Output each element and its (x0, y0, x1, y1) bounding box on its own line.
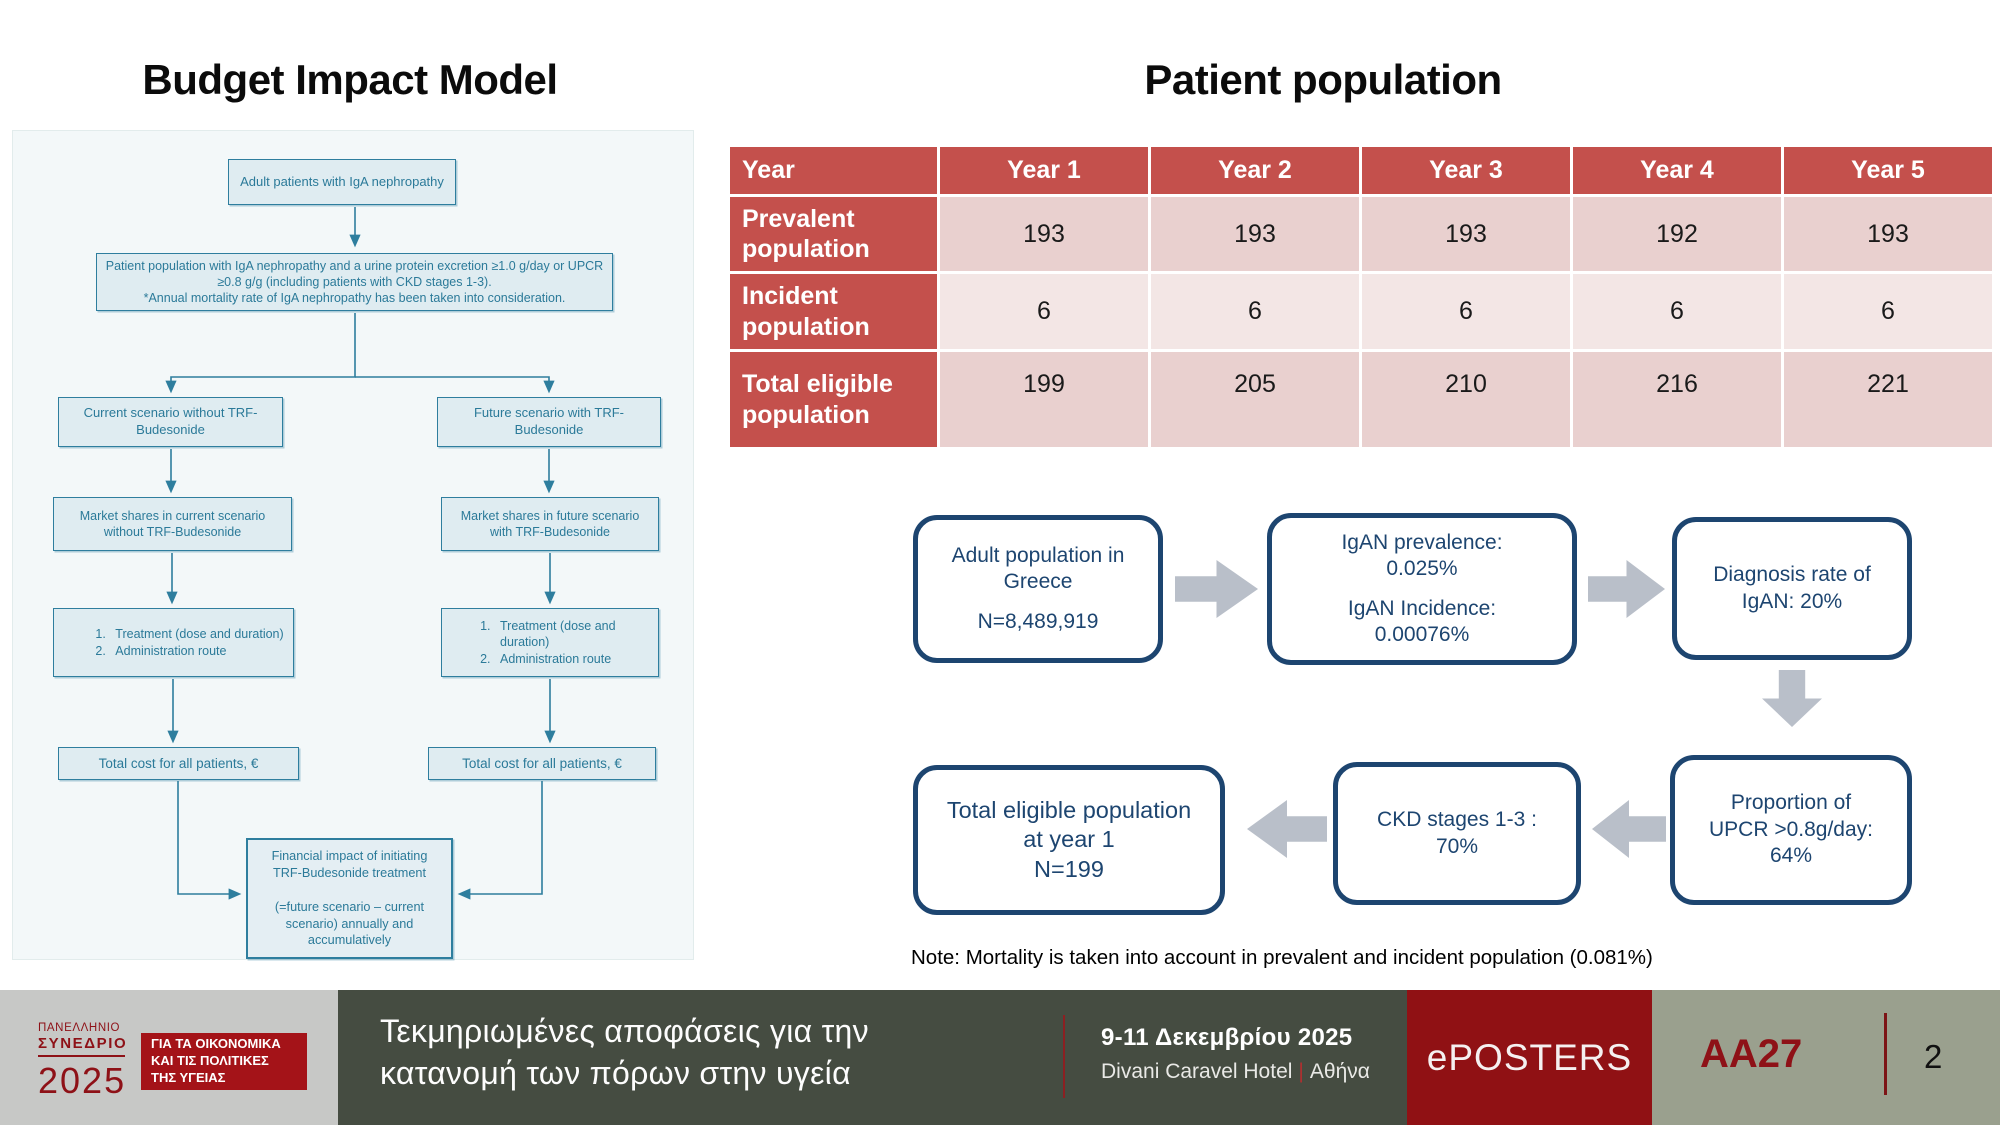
box-market-shares-current: Market shares in current scenario withou… (53, 497, 292, 551)
congress-logo-tagline: ΓΙΑ ΤΑ ΟΙΚΟΝΟΜΙΚΑ ΚΑΙ ΤΙΣ ΠΟΛΙΤΙΚΕΣ ΤΗΣ … (141, 1033, 307, 1090)
row-label-total-eligible: Total eligible population (730, 352, 937, 447)
table-cell: 193 (1362, 197, 1570, 271)
box-ckd-stages: CKD stages 1-3 : 70% (1333, 762, 1581, 905)
table-header-year2: Year 2 (1151, 147, 1359, 194)
mortality-footnote: *Annual mortality rate of IgA nephropath… (143, 291, 566, 306)
table-cell: 6 (940, 274, 1148, 349)
table-header-year: Year (730, 147, 937, 194)
venue: Divani Caravel Hotel (1101, 1060, 1293, 1083)
arrow-right-icon (1588, 560, 1665, 618)
arrow-down-icon (1762, 670, 1822, 727)
box-future-scenario: Future scenario with TRF-Budesonide (437, 397, 661, 447)
congress-logo: ΠΑΝΕΛΛΗΝΙΟ ΣΥΝΕΔΡΙΟ 2025 (38, 1022, 128, 1101)
mortality-note: Note: Mortality is taken into account in… (911, 946, 1653, 969)
table-cell: 192 (1573, 197, 1781, 271)
table-cell: 6 (1362, 274, 1570, 349)
box-treatment-current: Treatment (dose and duration) Administra… (53, 608, 294, 677)
box-treatment-future: Treatment (dose and duration) Administra… (441, 608, 659, 677)
box-adult-iga-patients: Adult patients with IgA nephropathy (228, 159, 456, 205)
city: Αθήνα (1309, 1060, 1370, 1083)
table-header-year3: Year 3 (1362, 147, 1570, 194)
table-header-year5: Year 5 (1784, 147, 1992, 194)
table-header-year4: Year 4 (1573, 147, 1781, 194)
budget-impact-title: Budget Impact Model (142, 56, 558, 103)
box-total-cost-future: Total cost for all patients, € (428, 747, 656, 780)
table-cell: 221 (1784, 352, 1992, 447)
arrow-right-icon (1175, 560, 1258, 618)
patient-population-table: Year Year 1 Year 2 Year 3 Year 4 Year 5 … (730, 147, 1992, 447)
box-total-eligible-population: Total eligible population at year 1 N=19… (913, 765, 1225, 915)
box-market-shares-future: Market shares in future scenario with TR… (441, 497, 659, 551)
box-igan-prevalence-incidence: IgAN prevalence: 0.025% IgAN Incidence: … (1267, 513, 1577, 665)
box-adult-population-greece: Adult population in Greece N=8,489,919 (913, 515, 1163, 663)
footer-divider (1063, 1015, 1065, 1098)
box-upcr-proportion: Proportion of UPCR >0.8g/day: 64% (1670, 755, 1912, 905)
table-header-year1: Year 1 (940, 147, 1148, 194)
box-total-cost-current: Total cost for all patients, € (58, 747, 299, 780)
congress-date-venue: 9-11 Δεκεμβρίου 2025 Divani Caravel Hote… (1101, 1024, 1370, 1083)
footer-logo-segment: ΠΑΝΕΛΛΗΝΙΟ ΣΥΝΕΔΡΙΟ 2025 ΓΙΑ ΤΑ ΟΙΚΟΝΟΜΙ… (0, 990, 338, 1125)
budget-impact-flowchart-panel: Adult patients with IgA nephropathy Pati… (12, 130, 694, 960)
page-number: 2 (1924, 1038, 1943, 1075)
table-cell: 205 (1151, 352, 1359, 447)
table-cell: 199 (940, 352, 1148, 447)
footer-id-segment: AA27 2 (1652, 990, 2000, 1125)
row-label-prevalent: Prevalent population (730, 197, 937, 271)
patient-population-title: Patient population (1144, 56, 1502, 103)
table-cell: 6 (1784, 274, 1992, 349)
table-cell: 210 (1362, 352, 1570, 447)
table-cell: 6 (1573, 274, 1781, 349)
footer-title-segment: Τεκμηριωμένες αποφάσεις για την κατανομή… (338, 990, 1407, 1125)
row-label-incident: Incident population (730, 274, 937, 349)
congress-title: Τεκμηριωμένες αποφάσεις για την κατανομή… (380, 1013, 869, 1092)
arrow-left-icon (1592, 800, 1666, 858)
poster-id: AA27 (1700, 1032, 1803, 1076)
venue-separator: | (1298, 1060, 1304, 1083)
arrow-left-icon (1247, 800, 1327, 858)
table-cell: 193 (940, 197, 1148, 271)
box-patient-population-criteria: Patient population with IgA nephropathy … (96, 253, 613, 311)
table-cell: 216 (1573, 352, 1781, 447)
box-financial-impact: Financial impact of initiating TRF-Budes… (246, 838, 453, 959)
flowchart-connector-arrows (165, 207, 556, 900)
footer-divider (1884, 1013, 1887, 1095)
table-cell: 193 (1151, 197, 1359, 271)
box-diagnosis-rate: Diagnosis rate of IgAN: 20% (1672, 517, 1912, 660)
box-current-scenario: Current scenario without TRF-Budesonide (58, 397, 283, 447)
eposters-label: ePOSTERS (1426, 1036, 1633, 1078)
table-cell: 6 (1151, 274, 1359, 349)
footer-eposters-segment: ePOSTERS (1407, 990, 1652, 1125)
table-cell: 193 (1784, 197, 1992, 271)
